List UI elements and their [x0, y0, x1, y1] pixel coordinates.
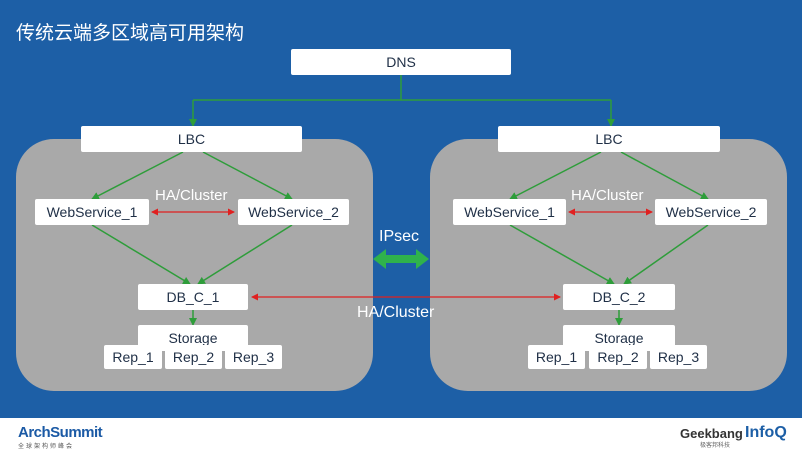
- archsummit-logo: ArchSummit 全球架构师峰会: [18, 424, 103, 450]
- right-links: [509, 151, 709, 326]
- infoq-logo: InfoQ: [745, 424, 787, 441]
- archsummit-wordmark: ArchSummit: [18, 424, 103, 441]
- right-rep-2: Rep_2: [589, 345, 647, 369]
- left-rep-2: Rep_2: [165, 345, 222, 369]
- left-db-box: DB_C_1: [138, 284, 248, 310]
- connection-lines: [91, 75, 709, 326]
- archsummit-subtitle: 全球架构师峰会: [18, 444, 75, 450]
- right-webservice-2: WebService_2: [655, 199, 767, 225]
- left-webservice-2: WebService_2: [238, 199, 349, 225]
- ipsec-label: IPsec: [379, 228, 420, 245]
- db-ha-label: HA/Cluster: [357, 304, 435, 321]
- left-ha-label: HA/Cluster: [155, 187, 228, 204]
- dns-links: [189, 75, 615, 127]
- right-db-box: DB_C_2: [563, 284, 675, 310]
- right-rep-3: Rep_3: [650, 345, 707, 369]
- right-ha-label: HA/Cluster: [571, 187, 644, 204]
- ipsec-arrow: [373, 249, 429, 269]
- geekbang-subtitle: 极客邦科技: [700, 442, 731, 449]
- left-rep-1: Rep_1: [104, 345, 162, 369]
- left-rep-3: Rep_3: [225, 345, 282, 369]
- left-lbc-box: LBC: [81, 126, 302, 152]
- left-webservice-1: WebService_1: [35, 199, 149, 225]
- diagram-canvas: 传统云端多区域高可用架构: [0, 0, 802, 418]
- geekbang-logo: Geekbang: [680, 426, 743, 441]
- right-lbc-box: LBC: [498, 126, 720, 152]
- footer-bar: [0, 418, 802, 451]
- dns-box: DNS: [291, 49, 511, 75]
- slide-title: 传统云端多区域高可用架构: [16, 22, 245, 44]
- left-links: [91, 151, 293, 326]
- right-rep-1: Rep_1: [528, 345, 585, 369]
- right-webservice-1: WebService_1: [453, 199, 566, 225]
